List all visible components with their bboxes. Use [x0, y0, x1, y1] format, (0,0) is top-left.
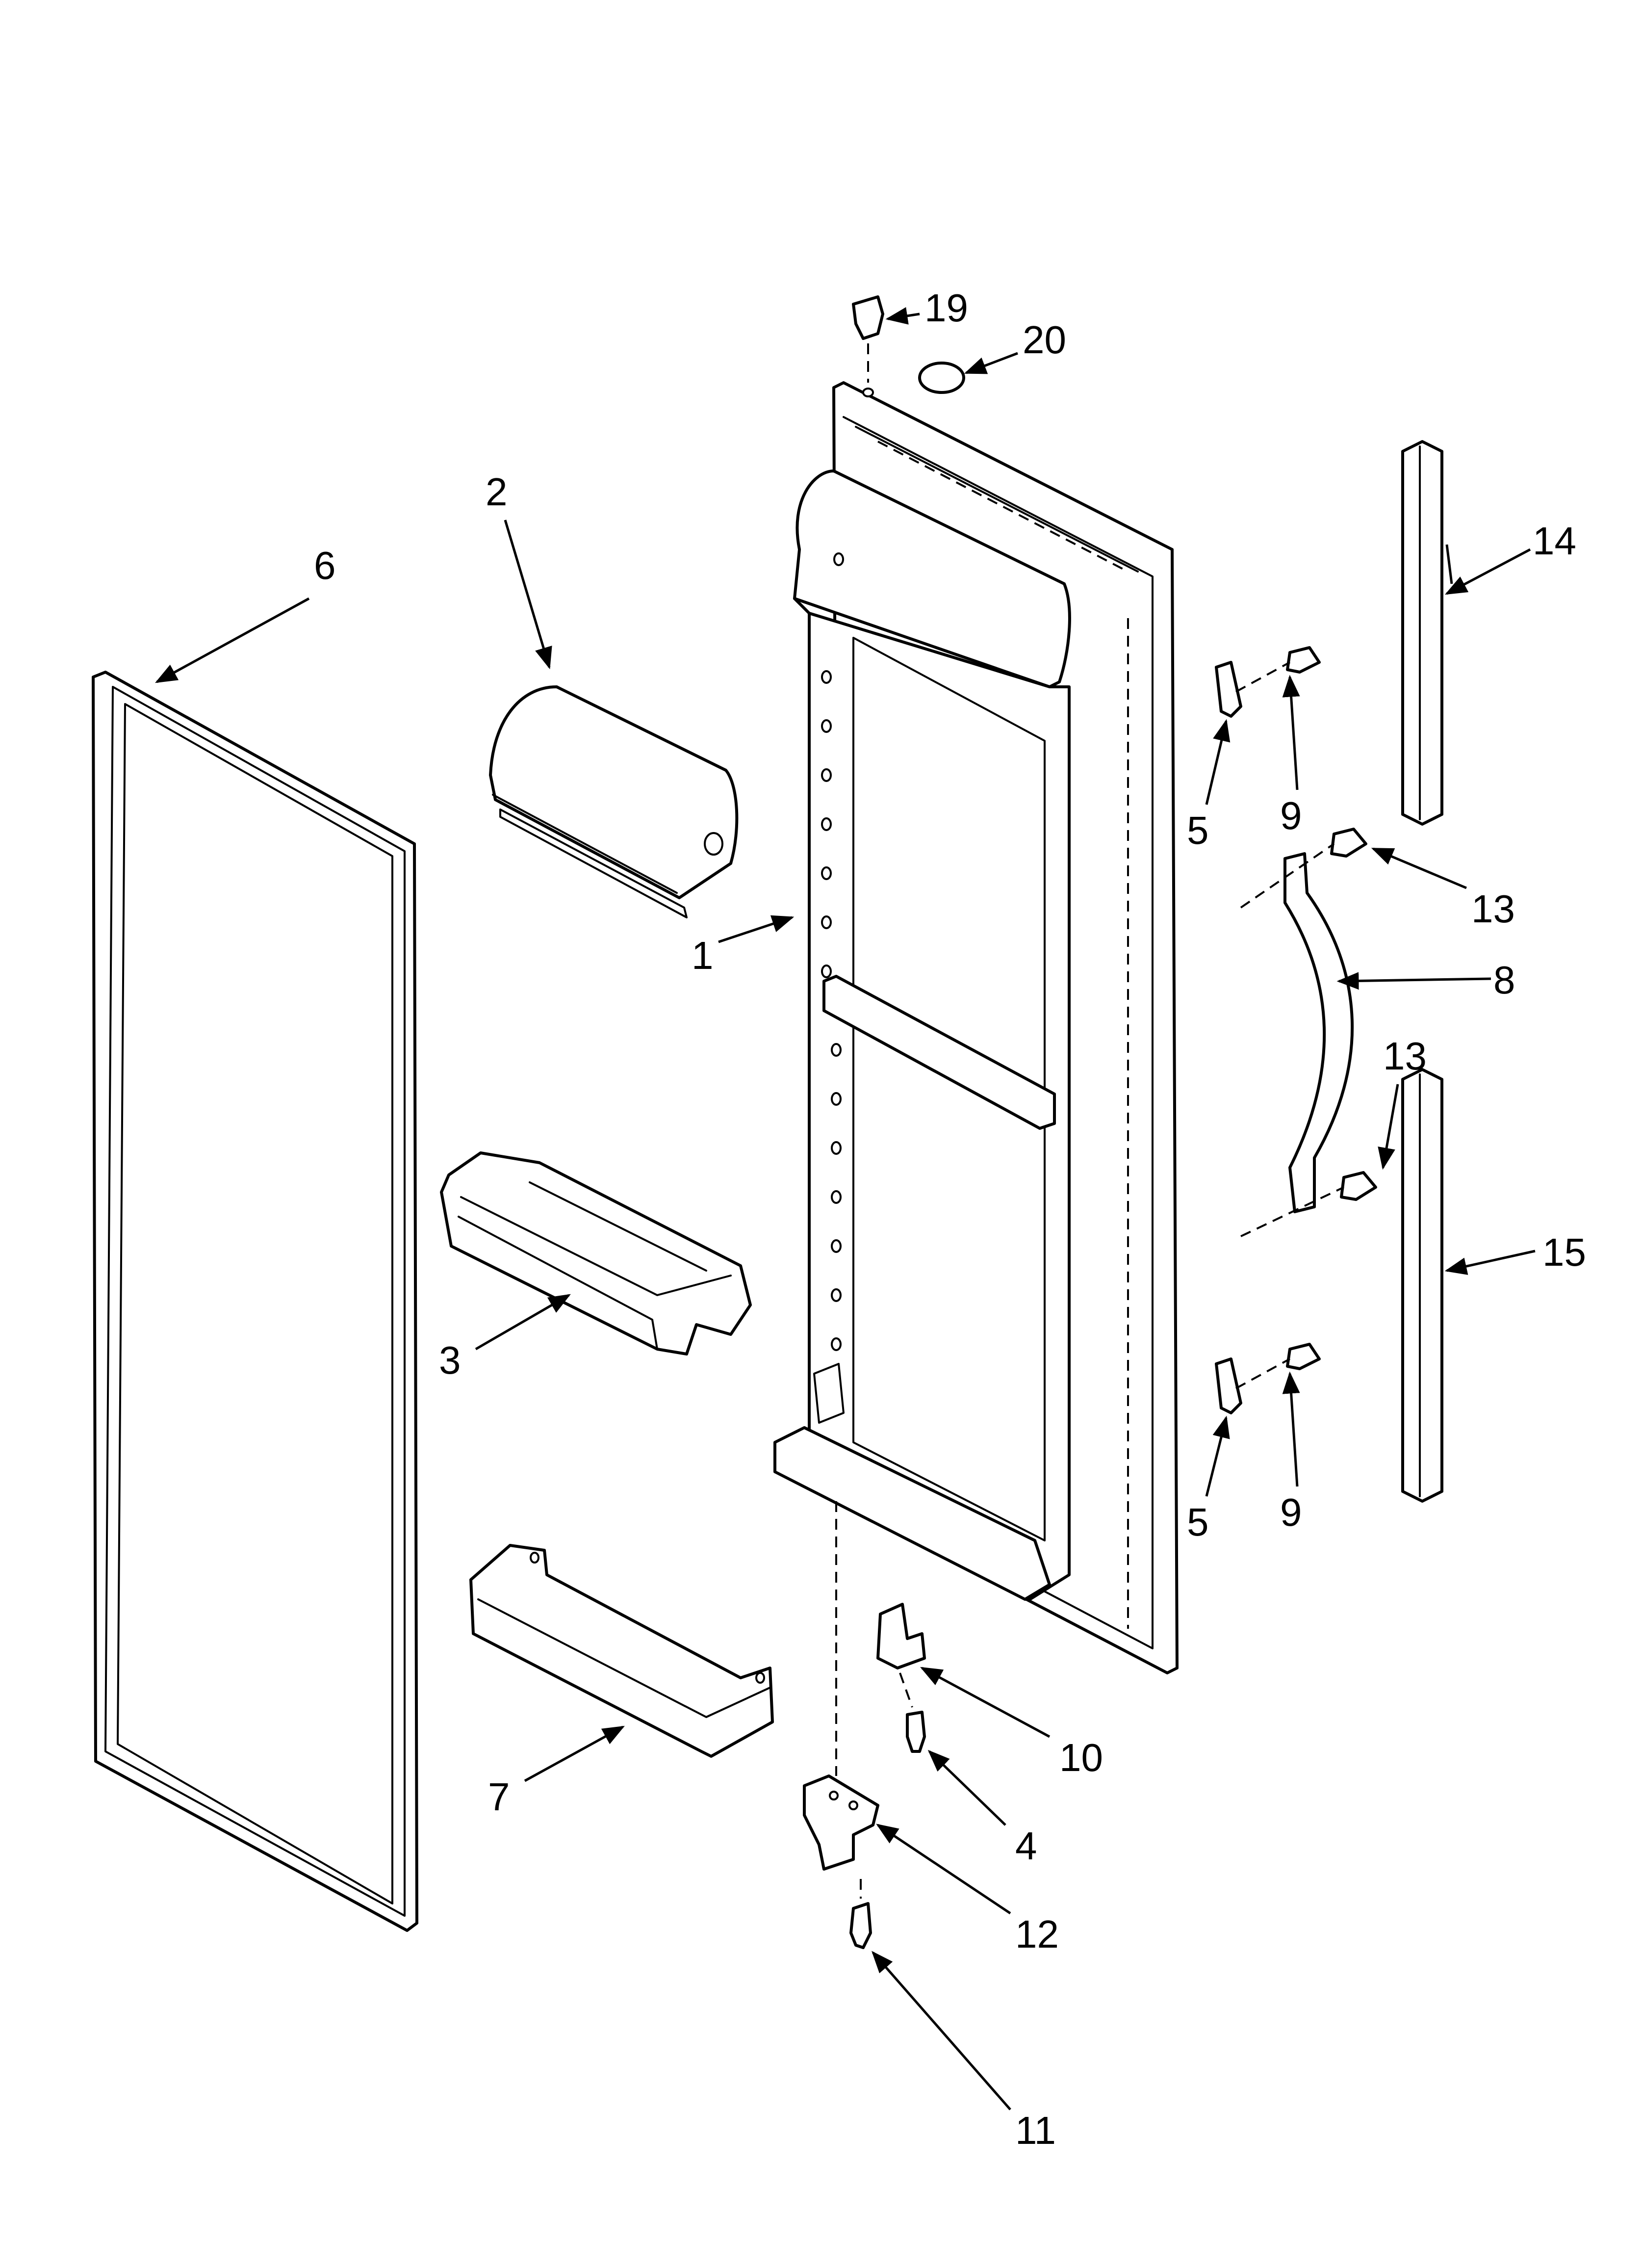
door-plug: [852, 295, 884, 397]
handle-clip-bottom: [1215, 1357, 1242, 1414]
callout-8: 8: [1493, 958, 1515, 1002]
callout-9-bottom: 9: [1280, 1490, 1302, 1534]
hinge-screw: [906, 1711, 926, 1753]
clip-axis-top: [1235, 661, 1290, 693]
leader-12: [876, 1824, 1011, 1915]
leader-10: [920, 1667, 1051, 1738]
outer-door-dashes: [877, 441, 1129, 1629]
handle-axis-bottom: [1240, 1186, 1344, 1237]
callout-15: 15: [1542, 1230, 1586, 1274]
shelf-bar: [469, 1544, 774, 1758]
leader-5-bottom: [1205, 1415, 1230, 1497]
callout-13-bottom: 13: [1383, 1034, 1427, 1078]
callout-9-top: 9: [1280, 794, 1302, 837]
leader-6: [155, 597, 310, 683]
handle-mount-screw-bottom: [1340, 1171, 1377, 1201]
callout-14: 14: [1533, 519, 1576, 563]
leader-1: [718, 915, 795, 943]
leader-15: [1444, 1250, 1536, 1275]
callout-labels: 6 2 1 3 7 19 20 14 5 9 13 8 13 15 5 9 10…: [314, 286, 1586, 2152]
hinge-cap: [918, 362, 965, 394]
callout-10: 10: [1059, 1736, 1103, 1779]
leader-9-bottom: [1282, 1371, 1300, 1487]
door-gasket: [92, 671, 418, 1932]
handle-screw-top: [1286, 646, 1321, 674]
callout-5-bottom: 5: [1187, 1500, 1209, 1544]
callout-3: 3: [439, 1338, 461, 1382]
callout-7: 7: [488, 1775, 510, 1819]
callout-1: 1: [692, 934, 714, 977]
callout-6: 6: [314, 544, 336, 587]
clip-axis-bottom: [1235, 1358, 1290, 1389]
callout-12: 12: [1015, 1912, 1059, 1956]
callout-13-top: 13: [1471, 887, 1515, 931]
handle-clip-top: [1215, 661, 1242, 718]
hinge-screw-axis: [899, 1672, 913, 1708]
handle-mount-screw-top: [1330, 828, 1367, 858]
hinge-pin: [876, 1603, 926, 1669]
leader-7: [524, 1725, 625, 1782]
leader-20: [964, 352, 1018, 374]
shelf-support-holes: [821, 552, 844, 1351]
callout-20: 20: [1023, 318, 1066, 362]
trim-strip-upper: [1401, 440, 1443, 826]
door-bin: [440, 1151, 752, 1356]
handle-screw-bottom: [1286, 1343, 1321, 1370]
door-liner: [773, 381, 1179, 1674]
leader-4: [927, 1749, 1006, 1826]
callout-2: 2: [486, 470, 508, 514]
leader-5-top: [1205, 719, 1231, 805]
hinge-bolt: [849, 1902, 872, 1949]
leader-19: [885, 307, 920, 325]
dairy-door: [489, 685, 739, 918]
leader-13-top: [1371, 847, 1467, 889]
callout-19: 19: [924, 286, 968, 330]
leader-11: [872, 1951, 1011, 2111]
trim-strip-lower: [1401, 1068, 1443, 1503]
callout-5-top: 5: [1187, 808, 1209, 852]
leader-lines: [155, 307, 1536, 2111]
leader-2: [504, 520, 552, 670]
handle-axis-top: [1240, 843, 1335, 909]
door-handle: [1283, 852, 1354, 1213]
callout-11: 11: [1015, 2109, 1056, 2152]
leader-3: [475, 1294, 571, 1351]
leader-13-bottom: [1378, 1084, 1399, 1170]
bottom-hinge: [803, 1774, 879, 1871]
leader-8: [1336, 972, 1491, 990]
callout-4: 4: [1015, 1824, 1037, 1868]
leader-14: [1445, 548, 1531, 595]
leader-9-top: [1282, 675, 1300, 790]
leader-14-stub: [1445, 544, 1453, 584]
